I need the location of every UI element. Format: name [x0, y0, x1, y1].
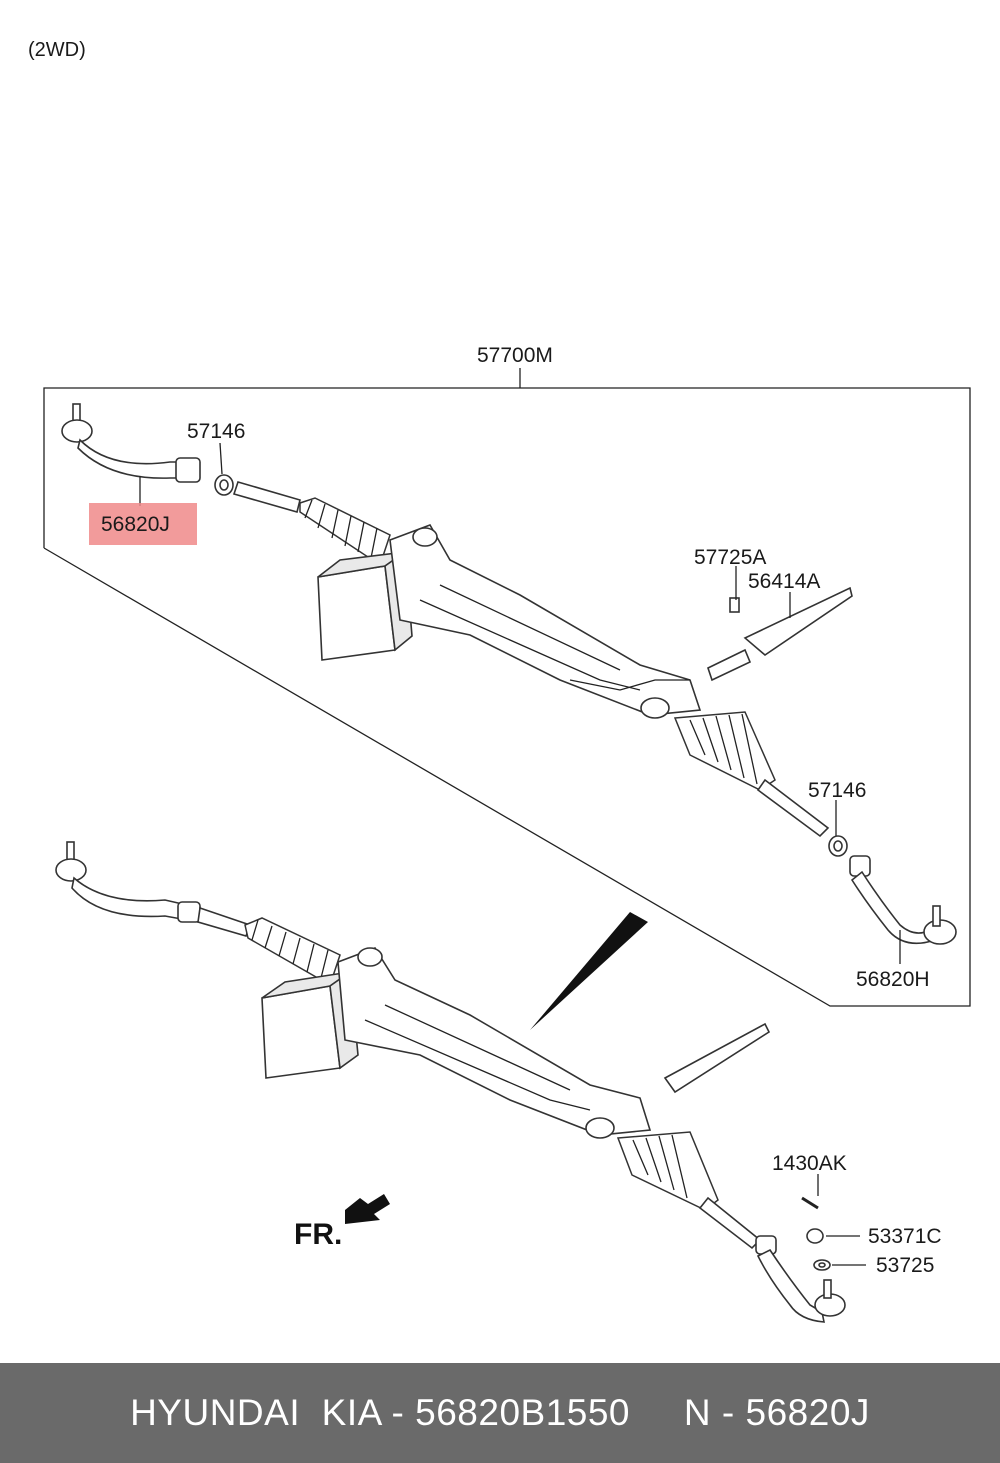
label-1430ak: 1430AK: [772, 1152, 847, 1175]
tie-rod-end-left: [61, 403, 201, 483]
lower-assembly: [55, 841, 846, 1323]
footer-text: HYUNDAI KIA - 56820B1550 N - 56820J: [130, 1392, 870, 1433]
lower-small-parts: [801, 1174, 866, 1271]
label-57146-right: 57146: [808, 779, 866, 802]
inner-rod-right: [756, 778, 830, 838]
assembly-frame: [43, 368, 971, 1007]
label-57725a: 57725A: [694, 546, 766, 569]
highlight-box: [89, 503, 197, 545]
upper-assembly: [61, 403, 957, 945]
label-56820j[interactable]: 56820J: [101, 513, 170, 536]
lock-nut-left: [214, 474, 234, 496]
pinion-parts: [707, 586, 853, 682]
label-53371c: 53371C: [868, 1225, 942, 1248]
leaders-upper: [139, 442, 901, 964]
label-57700m: 57700M: [477, 344, 553, 367]
variant-label: (2WD): [28, 39, 86, 61]
label-53725: 53725: [876, 1254, 934, 1277]
footer-bar: HYUNDAI KIA - 56820B1550 N - 56820J: [0, 1363, 1000, 1463]
explode-wedge: [530, 912, 648, 1030]
boot-right: [673, 711, 776, 791]
ecu-box: [317, 550, 413, 661]
inner-rod-left: [232, 481, 301, 513]
rack-housing: [389, 524, 702, 719]
boot-left: [299, 497, 391, 567]
tie-rod-end-right: [849, 855, 957, 945]
front-label: FR.: [294, 1218, 342, 1251]
front-marker: FR.: [294, 1194, 390, 1251]
lock-nut-right: [828, 835, 848, 857]
label-56820h: 56820H: [856, 968, 930, 991]
front-arrow-icon: [345, 1194, 390, 1224]
label-57146-left: 57146: [187, 420, 245, 443]
label-56414a: 56414A: [748, 570, 820, 593]
parts-diagram: (2WD) 57700M: [28, 39, 971, 1323]
